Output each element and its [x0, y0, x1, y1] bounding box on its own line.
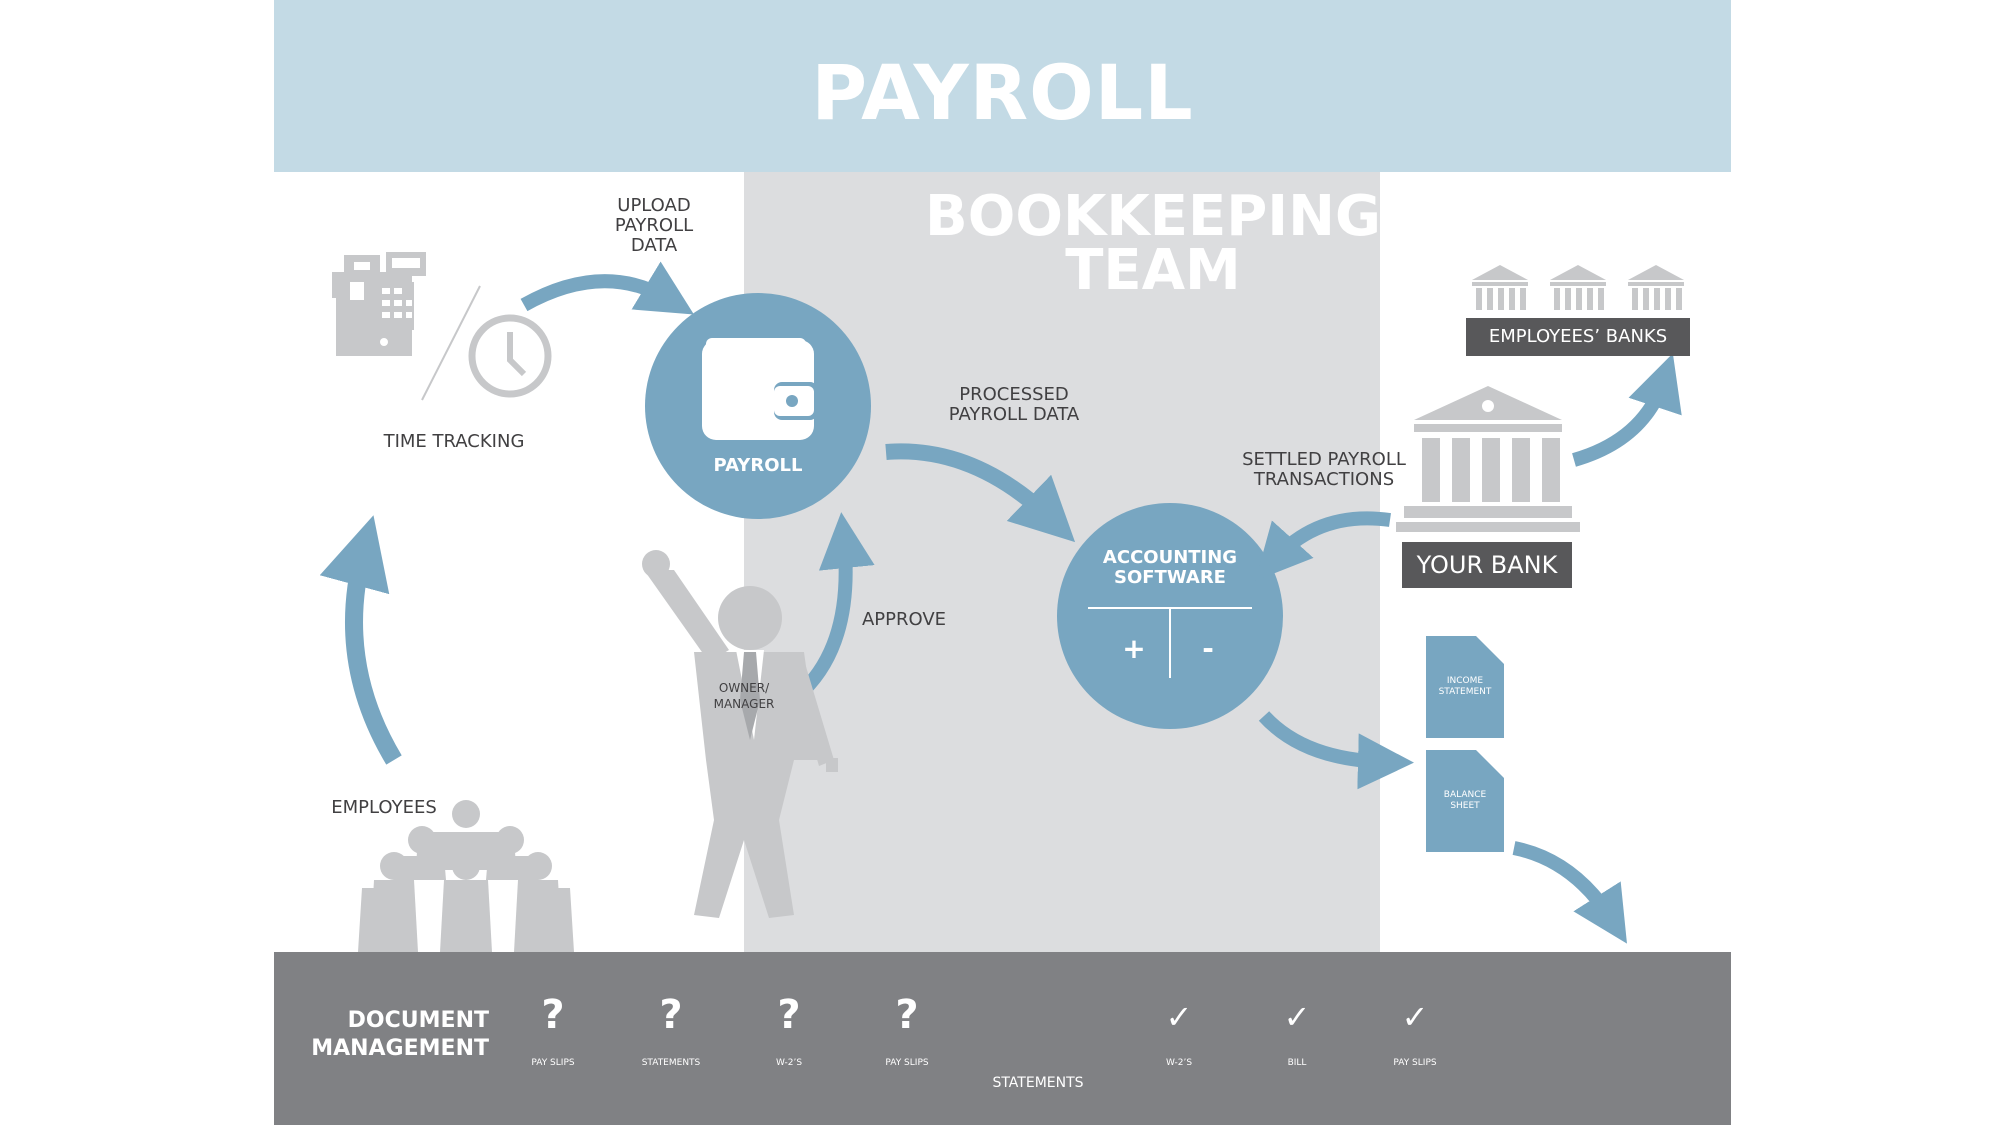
doc-caption: PAY SLIPS	[1393, 1058, 1437, 1068]
owner-line-1: OWNER/	[718, 681, 770, 695]
check-icon: ✓	[1401, 998, 1429, 1036]
balance-sheet-label: BALANCE SHEET	[1426, 750, 1504, 854]
settled-label: SETTLED PAYROLL TRANSACTIONS	[1214, 450, 1434, 490]
plus-sign: +	[1122, 632, 1146, 665]
question-icon: ?	[541, 992, 565, 1038]
balance-sheet-doc	[1426, 750, 1504, 852]
doc-pay-slips-done[interactable]: ✓ PAY SLIPS	[1380, 982, 1450, 1074]
income-caption: INCOME STATEMENT	[1426, 676, 1504, 698]
upload-line-3: DATA	[630, 235, 678, 256]
owner-line-2: MANAGER	[713, 697, 775, 711]
header-bar	[274, 0, 1731, 172]
employees-icon	[358, 800, 574, 952]
payroll-diagram: PAYROLL BOOKKEEPING TEAM	[274, 0, 1731, 1125]
doc-caption: PAY SLIPS	[885, 1058, 929, 1068]
doc-pay-slips-pending[interactable]: ? PAY SLIPS	[518, 982, 588, 1074]
bank-icon-small-1	[1472, 265, 1528, 310]
doc-mgmt-line-1: DOCUMENT	[347, 1008, 489, 1033]
processed-line-2: PAYROLL DATA	[948, 404, 1080, 425]
income-statement-doc	[1426, 636, 1504, 738]
payroll-circle-label: PAYROLL	[713, 455, 803, 476]
accounting-line-1: ACCOUNTING	[1102, 547, 1238, 568]
employees-label: EMPLOYEES	[331, 797, 437, 818]
doc-statements-review-caption[interactable]: STATEMENTS	[992, 1075, 1084, 1091]
cash-register-icon	[332, 252, 426, 356]
your-bank-box: YOUR BANK	[1402, 542, 1572, 588]
check-icon: ✓	[1283, 998, 1311, 1036]
income-line-1: INCOME	[1446, 676, 1484, 686]
balance-caption: BALANCE SHEET	[1426, 790, 1504, 812]
upload-line-2: PAYROLL	[614, 215, 694, 236]
team-title-line-1: BOOKKEEPING	[925, 184, 1381, 249]
approve-label: APPROVE	[861, 609, 947, 630]
clock-icon	[468, 314, 552, 398]
accounting-line-2: SOFTWARE	[1114, 567, 1226, 588]
page-title: PAYROLL	[811, 48, 1194, 137]
doc-w2-done[interactable]: ✓ W-2’S	[1144, 982, 1214, 1074]
processed-line-1: PROCESSED	[959, 384, 1069, 405]
question-icon: ?	[895, 992, 919, 1038]
doc-caption: STATEMENTS	[641, 1058, 701, 1068]
doc-caption: W-2’S	[775, 1058, 803, 1068]
doc-statements-pending[interactable]: ? STATEMENTS	[636, 982, 706, 1074]
check-icon: ✓	[1165, 998, 1193, 1036]
accounting-circle-label: ACCOUNTING SOFTWARE	[1080, 548, 1260, 588]
processed-label: PROCESSED PAYROLL DATA	[914, 385, 1114, 425]
document-management-bar	[274, 952, 1731, 1125]
doc-caption: BILL	[1287, 1058, 1307, 1068]
owner-label: OWNER/ MANAGER	[684, 680, 804, 712]
employees-banks-box: EMPLOYEES’ BANKS	[1466, 318, 1690, 356]
minus-sign: -	[1202, 632, 1214, 665]
income-line-2: STATEMENT	[1438, 687, 1492, 697]
settled-line-2: TRANSACTIONS	[1253, 469, 1395, 490]
doc-caption: PAY SLIPS	[531, 1058, 575, 1068]
document-management-label: DOCUMENT MANAGEMENT	[274, 1007, 489, 1063]
manager-figure	[642, 550, 838, 918]
wallet-icon	[702, 338, 818, 440]
your-bank-icon	[1396, 386, 1580, 532]
settled-line-1: SETTLED PAYROLL	[1242, 449, 1406, 470]
doc-w2-pending[interactable]: ? W-2’S	[754, 982, 824, 1074]
question-icon: ?	[777, 992, 801, 1038]
balance-line-2: SHEET	[1450, 801, 1480, 811]
doc-mgmt-line-2: MANAGEMENT	[311, 1036, 489, 1061]
bank-icon-small-3	[1628, 265, 1684, 310]
team-title: BOOKKEEPING TEAM	[744, 184, 1562, 303]
income-statement-label: INCOME STATEMENT	[1426, 636, 1504, 740]
doc-pay-slips-pending-2[interactable]: ? PAY SLIPS	[872, 982, 942, 1074]
team-title-line-2: TEAM	[1065, 238, 1241, 303]
balance-line-1: BALANCE	[1443, 790, 1487, 800]
doc-caption: W-2’S	[1165, 1058, 1193, 1068]
upload-line-1: UPLOAD	[617, 195, 691, 216]
upload-label: UPLOAD PAYROLL DATA	[574, 196, 734, 256]
question-icon: ?	[659, 992, 683, 1038]
bank-icon-small-2	[1550, 265, 1606, 310]
time-tracking-label: TIME TRACKING	[383, 431, 525, 452]
doc-bill-done[interactable]: ✓ BILL	[1262, 982, 1332, 1074]
